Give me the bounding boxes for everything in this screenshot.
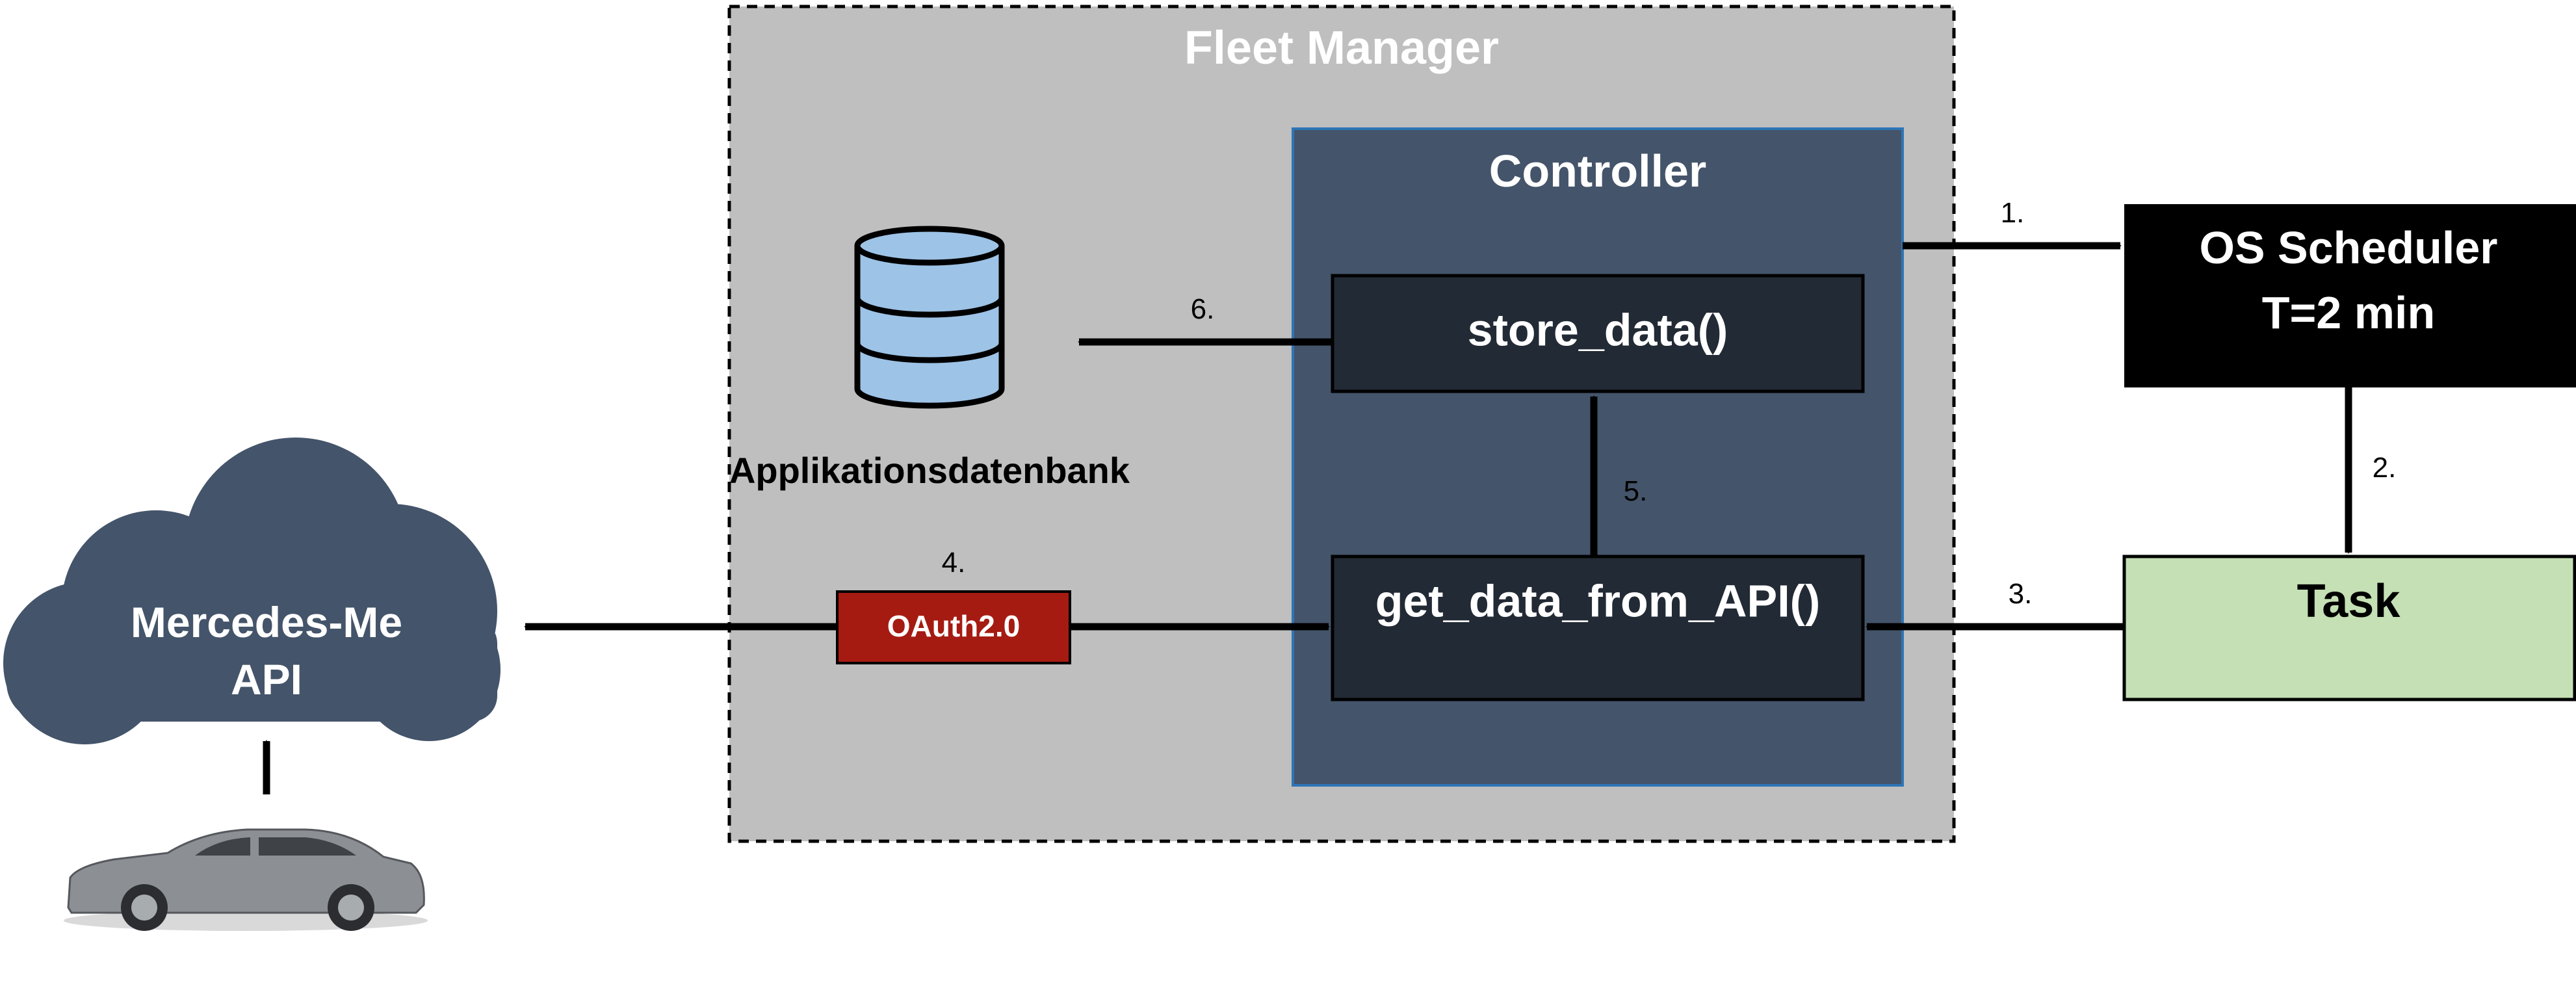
step-2-label: 2. (2373, 452, 2397, 484)
step-6-label: 6. (1191, 293, 1215, 325)
step-5-label: 5. (1624, 475, 1648, 507)
os-scheduler-line1: OS Scheduler (2199, 222, 2497, 273)
cloud-label-line2: API (231, 655, 302, 703)
task-box: Task (2122, 555, 2576, 701)
os-scheduler-line2: T=2 min (2262, 287, 2435, 338)
car-icon (64, 828, 428, 931)
step-3-label: 3. (2009, 578, 2033, 610)
get-data-function: get_data_from_API() (1331, 555, 1865, 701)
controller-title: Controller (1489, 146, 1706, 196)
database-icon (854, 226, 1005, 409)
store-data-function: store_data() (1331, 274, 1865, 393)
step-4-label: 4. (942, 547, 966, 579)
cloud-icon: Mercedes-Me API (3, 438, 501, 744)
os-scheduler-box: OS Scheduler T=2 min (2124, 204, 2576, 387)
oauth-label: OAuth2.0 (887, 609, 1020, 643)
cloud-label-line1: Mercedes-Me (131, 598, 402, 646)
task-label: Task (2297, 575, 2401, 627)
step-1-label: 1. (2001, 197, 2025, 229)
database-label: Applikationsdatenbank (729, 450, 1130, 491)
oauth-box: OAuth2.0 (836, 590, 1071, 664)
fleet-manager-title: Fleet Manager (1184, 22, 1499, 74)
get-data-label: get_data_from_API() (1375, 575, 1821, 626)
store-data-label: store_data() (1468, 304, 1728, 355)
